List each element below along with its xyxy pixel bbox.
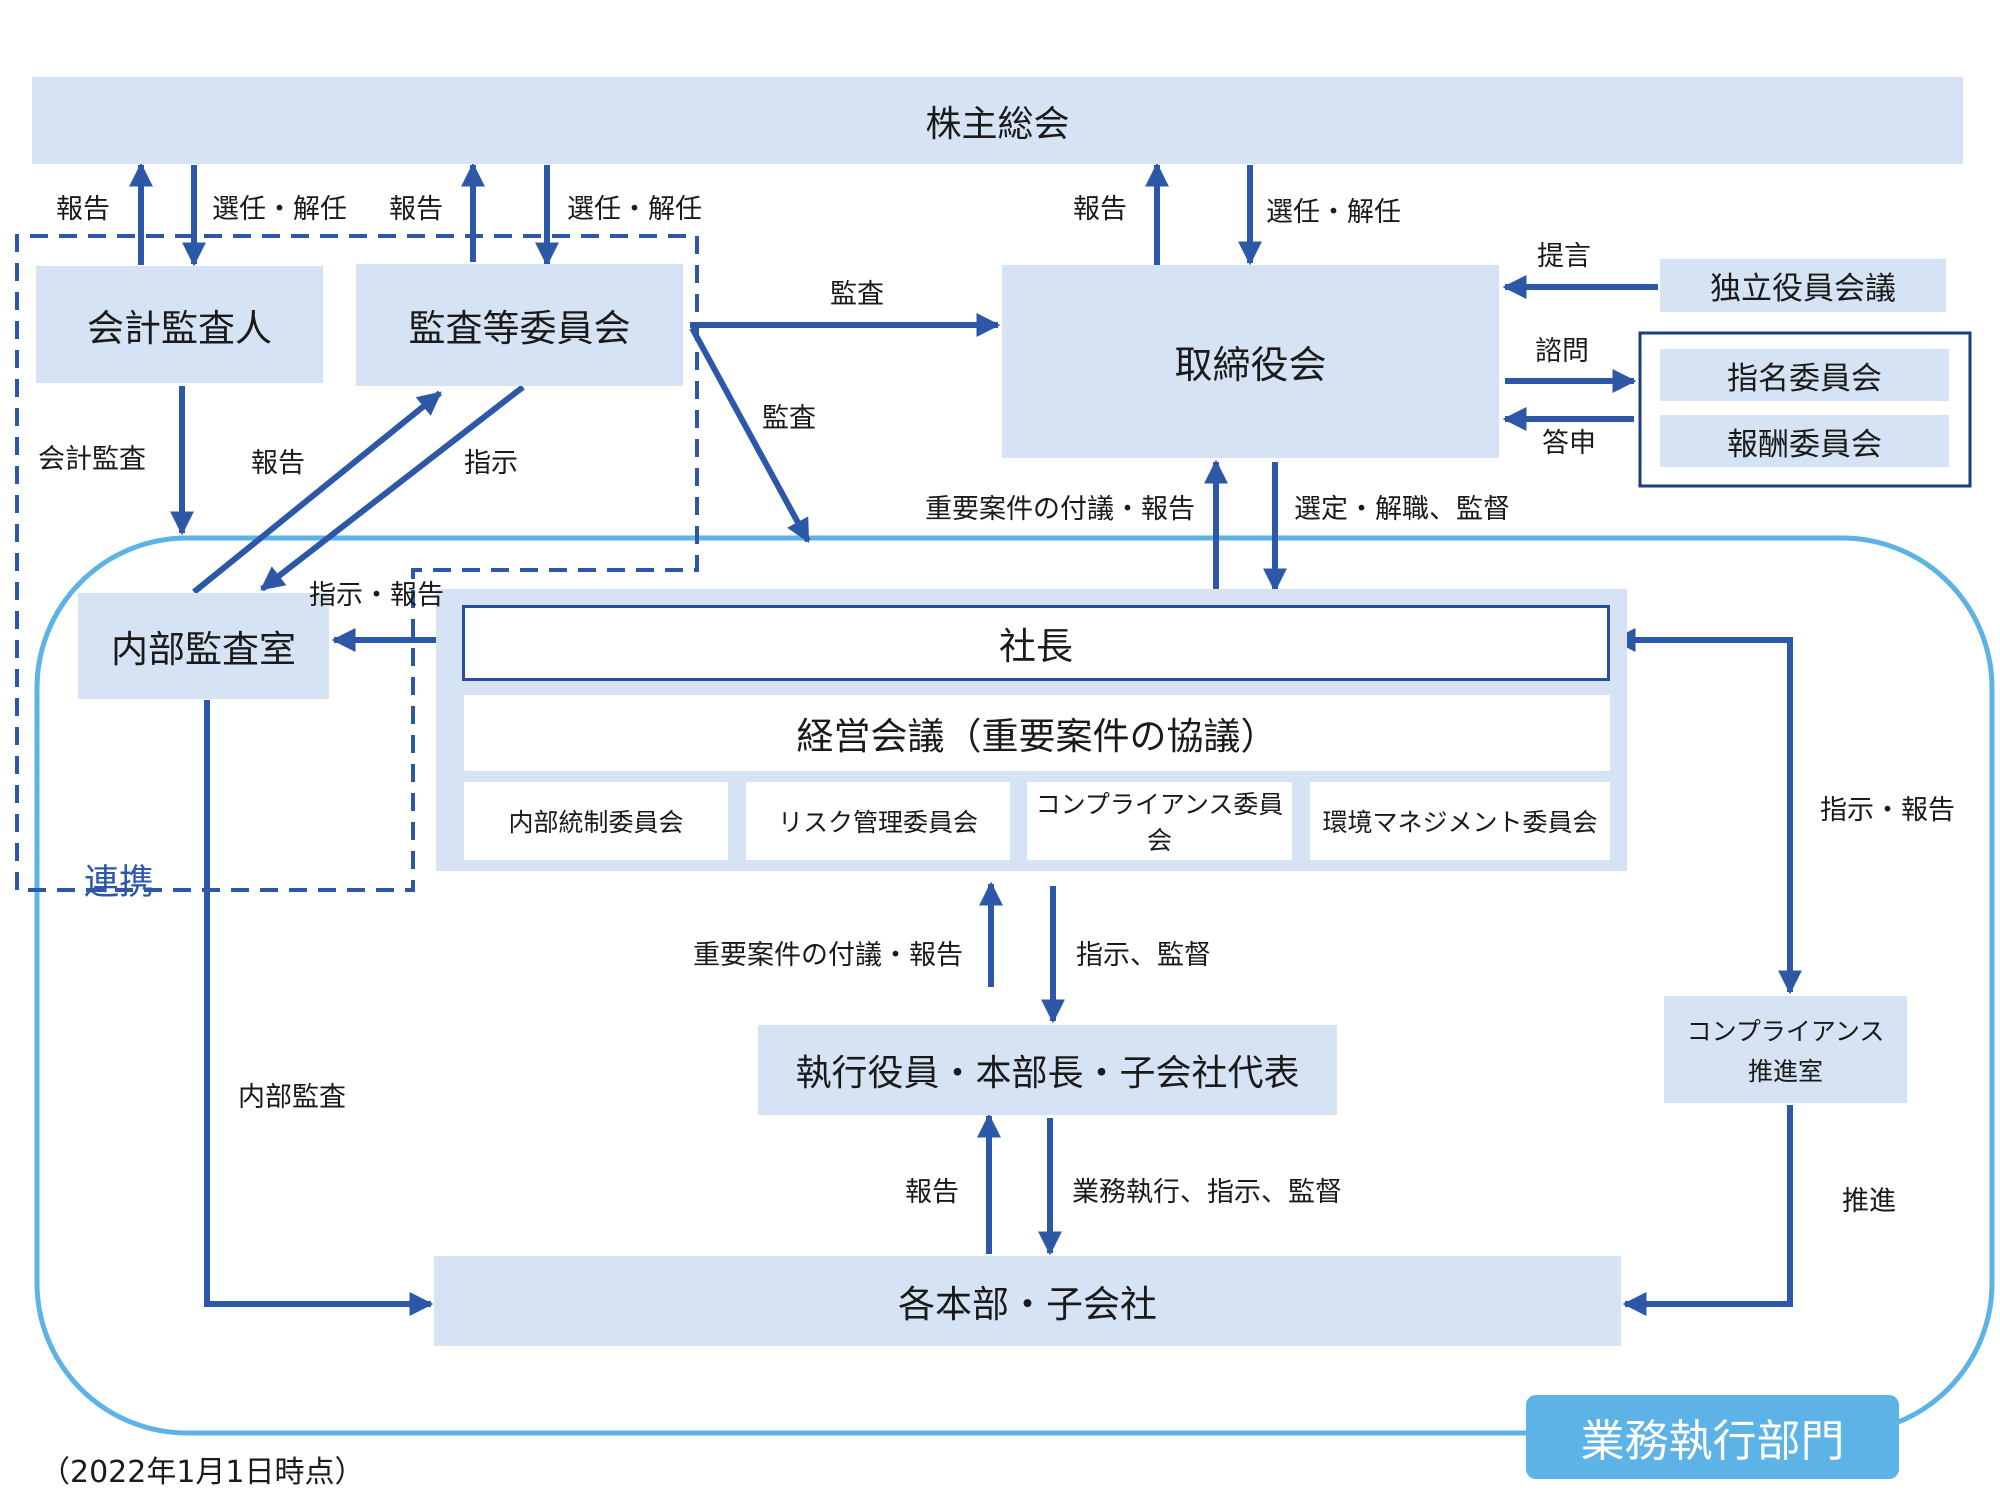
internal-audit-office-label: 内部監査室 xyxy=(111,628,296,671)
internal-control-committee-box: 内部統制委員会 xyxy=(464,782,728,860)
executives-label: 執行役員・本部長・子会社代表 xyxy=(795,1053,1300,1094)
executives-box: 執行役員・本部長・子会社代表 xyxy=(758,1025,1337,1115)
label-instruct-report-compliance: 指示・報告 xyxy=(1820,795,1955,826)
label-report-auditor: 報告 xyxy=(56,194,110,225)
label-report-committee: 報告 xyxy=(389,194,443,225)
compliance-office-box: コンプライアンス 推進室 xyxy=(1664,996,1907,1103)
department-tab-label: 業務執行部門 xyxy=(1580,1416,1845,1467)
arrow-committee-instruct xyxy=(260,384,525,592)
audit-group-dashed-outline xyxy=(15,234,699,892)
label-report-divisions: 報告 xyxy=(905,1177,959,1208)
compliance-office-label-line2: 推進室 xyxy=(1747,1056,1823,1086)
compensation-committee-box: 報酬委員会 xyxy=(1660,415,1949,467)
independent-officers-box: 独立役員会議 xyxy=(1660,259,1946,312)
label-proposal: 提言 xyxy=(1537,241,1591,272)
label-submit-board: 重要案件の付議・報告 xyxy=(925,494,1195,525)
management-meeting-box: 経営会議（重要案件の協議） xyxy=(464,695,1610,771)
label-accounting-audit: 会計監査 xyxy=(38,444,146,475)
label-cooperation: 連携 xyxy=(84,863,155,903)
arrow-president-compliance xyxy=(1611,628,1802,995)
management-meeting-label: 経営会議（重要案件の協議） xyxy=(796,715,1278,758)
label-audit-board: 監査 xyxy=(830,279,884,310)
department-tab: 業務執行部門 xyxy=(1526,1395,1899,1479)
nomination-committee-label: 指名委員会 xyxy=(1727,360,1882,397)
label-report-internal: 報告 xyxy=(251,448,305,479)
environment-committee-label: 環境マネジメント委員会 xyxy=(1322,808,1598,837)
committee-group-border xyxy=(1638,331,1972,488)
internal-control-committee-label: 内部統制委員会 xyxy=(508,808,684,837)
label-instruct: 指示 xyxy=(464,448,518,479)
shareholders-meeting-label: 株主総会 xyxy=(925,103,1070,145)
arrow-internal-audit xyxy=(204,700,434,1316)
label-select-dismiss: 選定・解職、監督 xyxy=(1294,494,1510,525)
arrow-promote xyxy=(1622,1105,1793,1316)
label-instruct-report-president: 指示・報告 xyxy=(309,580,444,611)
accounting-auditor-box: 会計監査人 xyxy=(36,266,323,383)
board-label: 取締役会 xyxy=(1174,343,1327,387)
shareholders-meeting-box: 株主総会 xyxy=(32,77,1963,164)
arrow-internal-report xyxy=(192,390,442,595)
president-box: 社長 xyxy=(462,605,1610,681)
label-internal-audit: 内部監査 xyxy=(238,1082,346,1113)
label-execute: 業務執行、指示、監督 xyxy=(1072,1177,1342,1208)
label-audit-management: 監査 xyxy=(762,403,816,434)
compensation-committee-label: 報酬委員会 xyxy=(1727,426,1882,463)
audit-committee-box: 監査等委員会 xyxy=(356,264,683,386)
president-label: 社長 xyxy=(999,625,1073,668)
environment-committee-box: 環境マネジメント委員会 xyxy=(1310,782,1610,860)
compliance-office-label-line1: コンプライアンス xyxy=(1686,1016,1885,1046)
compliance-committee-label: コンプライアンス委員会 xyxy=(1035,790,1284,855)
label-consult: 諮問 xyxy=(1535,336,1589,367)
internal-audit-office-box: 内部監査室 xyxy=(78,593,329,699)
divisions-box: 各本部・子会社 xyxy=(434,1256,1621,1346)
label-respond: 答申 xyxy=(1542,428,1596,459)
label-instruct-supervise: 指示、監督 xyxy=(1076,940,1211,971)
date-note: （2022年1月1日時点） xyxy=(40,1455,365,1490)
risk-committee-label: リスク管理委員会 xyxy=(777,808,978,837)
label-report-board: 報告 xyxy=(1073,194,1127,225)
accounting-auditor-label: 会計監査人 xyxy=(87,306,272,350)
audit-committee-label: 監査等委員会 xyxy=(408,307,631,350)
risk-committee-box: リスク管理委員会 xyxy=(746,782,1010,860)
compliance-committee-box: コンプライアンス委員会 xyxy=(1027,782,1292,860)
label-elect-auditor: 選任・解任 xyxy=(212,194,347,225)
department-outline xyxy=(34,535,1995,1436)
arrow-audit-management xyxy=(689,326,811,544)
label-elect-committee: 選任・解任 xyxy=(567,194,702,225)
label-submit-management: 重要案件の付議・報告 xyxy=(693,940,963,971)
label-elect-board: 選任・解任 xyxy=(1266,197,1401,228)
board-box: 取締役会 xyxy=(1002,265,1499,458)
divisions-label: 各本部・子会社 xyxy=(898,1283,1157,1326)
nomination-committee-box: 指名委員会 xyxy=(1660,349,1949,401)
independent-officers-label: 独立役員会議 xyxy=(1710,271,1896,307)
label-promote: 推進 xyxy=(1842,1186,1896,1217)
